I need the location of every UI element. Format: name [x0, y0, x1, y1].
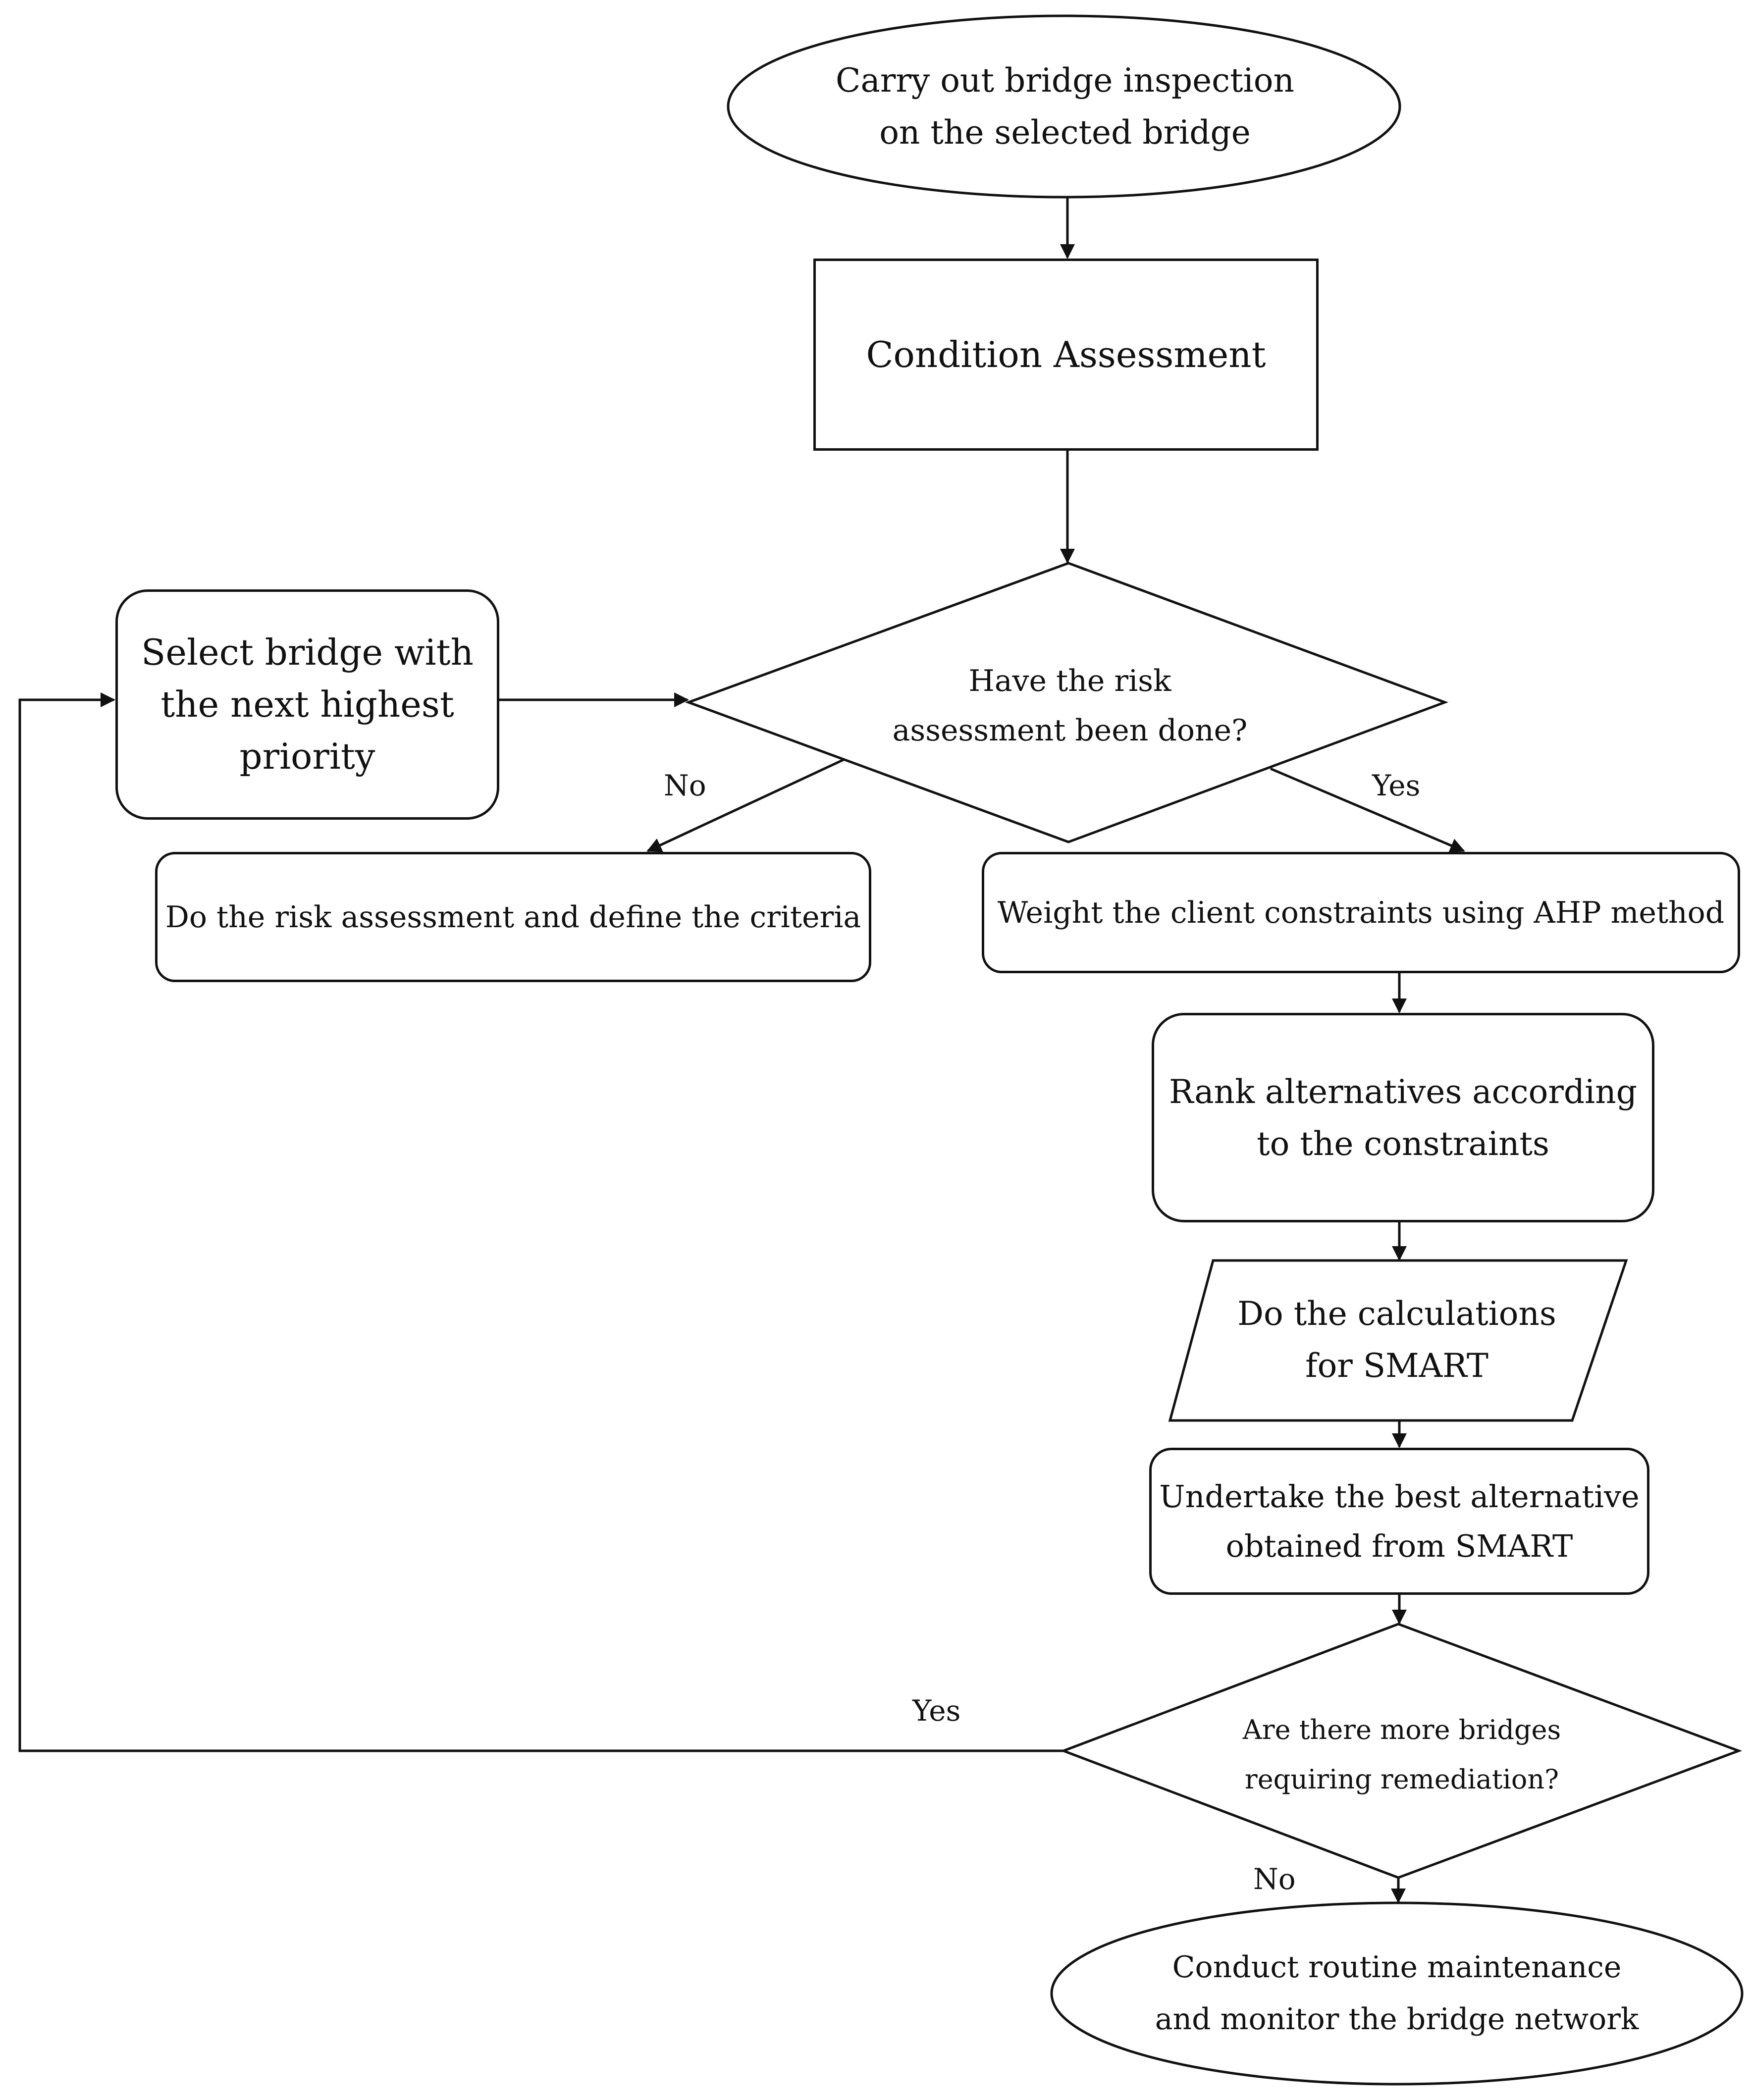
risk-decision-label: Have the risk assessment been done?	[892, 664, 1248, 748]
risk-decision-diamond	[685, 562, 1449, 843]
select-next-bridge-box: Select bridge with the next highest prio…	[115, 589, 499, 820]
risk-no-label: No	[664, 769, 706, 802]
start-node: Carry out bridge inspection on the selec…	[758, 54, 1372, 158]
weight-constraints-label: Weight the client constraints using AHP …	[997, 895, 1725, 930]
rank-alternatives-box: Rank alternatives according to the const…	[1152, 1013, 1654, 1222]
end-node-label: Conduct routine maintenance and monitor …	[1155, 1950, 1639, 2037]
do-risk-assessment-box: Do the risk assessment and define the cr…	[155, 852, 871, 982]
more-bridges-decision-label: Are there more bridges requiring remedia…	[1242, 1714, 1561, 1795]
condition-assessment-box: Condition Assessment	[813, 259, 1319, 451]
start-ellipse	[727, 14, 1401, 199]
undertake-best-alternative-box: Undertake the best alternative obtained …	[1149, 1448, 1649, 1595]
more-bridges-decision-node: Are there more bridges requiring remedia…	[1204, 1709, 1600, 1800]
risk-yes-label: Yes	[1372, 769, 1421, 802]
edge-risk-yes	[1270, 767, 1465, 853]
condition-assessment-label: Condition Assessment	[866, 334, 1266, 375]
more-no-label: No	[1253, 1862, 1296, 1896]
select-next-bridge-label: Select bridge with the next highest prio…	[141, 631, 474, 777]
smart-calculations-node: Do the calculations for SMART	[1199, 1283, 1595, 1397]
edge-more-yes-loop	[18, 692, 1063, 1752]
risk-decision-node: Have the risk assessment been done?	[872, 654, 1268, 758]
edge-risk-no	[646, 758, 846, 852]
undertake-best-alternative-label: Undertake the best alternative obtained …	[1159, 1478, 1640, 1564]
more-yes-label: Yes	[912, 1694, 961, 1728]
rank-alternatives-label: Rank alternatives according to the const…	[1169, 1072, 1637, 1163]
smart-calculations-label: Do the calculations for SMART	[1237, 1295, 1556, 1385]
smart-calc-parallelogram	[1168, 1259, 1628, 1422]
end-node: Conduct routine maintenance and monitor …	[1100, 1942, 1694, 2046]
do-risk-assessment-label: Do the risk assessment and define the cr…	[165, 899, 861, 935]
start-node-label: Carry out bridge inspection on the selec…	[835, 61, 1295, 152]
weight-constraints-box: Weight the client constraints using AHP …	[982, 852, 1740, 973]
